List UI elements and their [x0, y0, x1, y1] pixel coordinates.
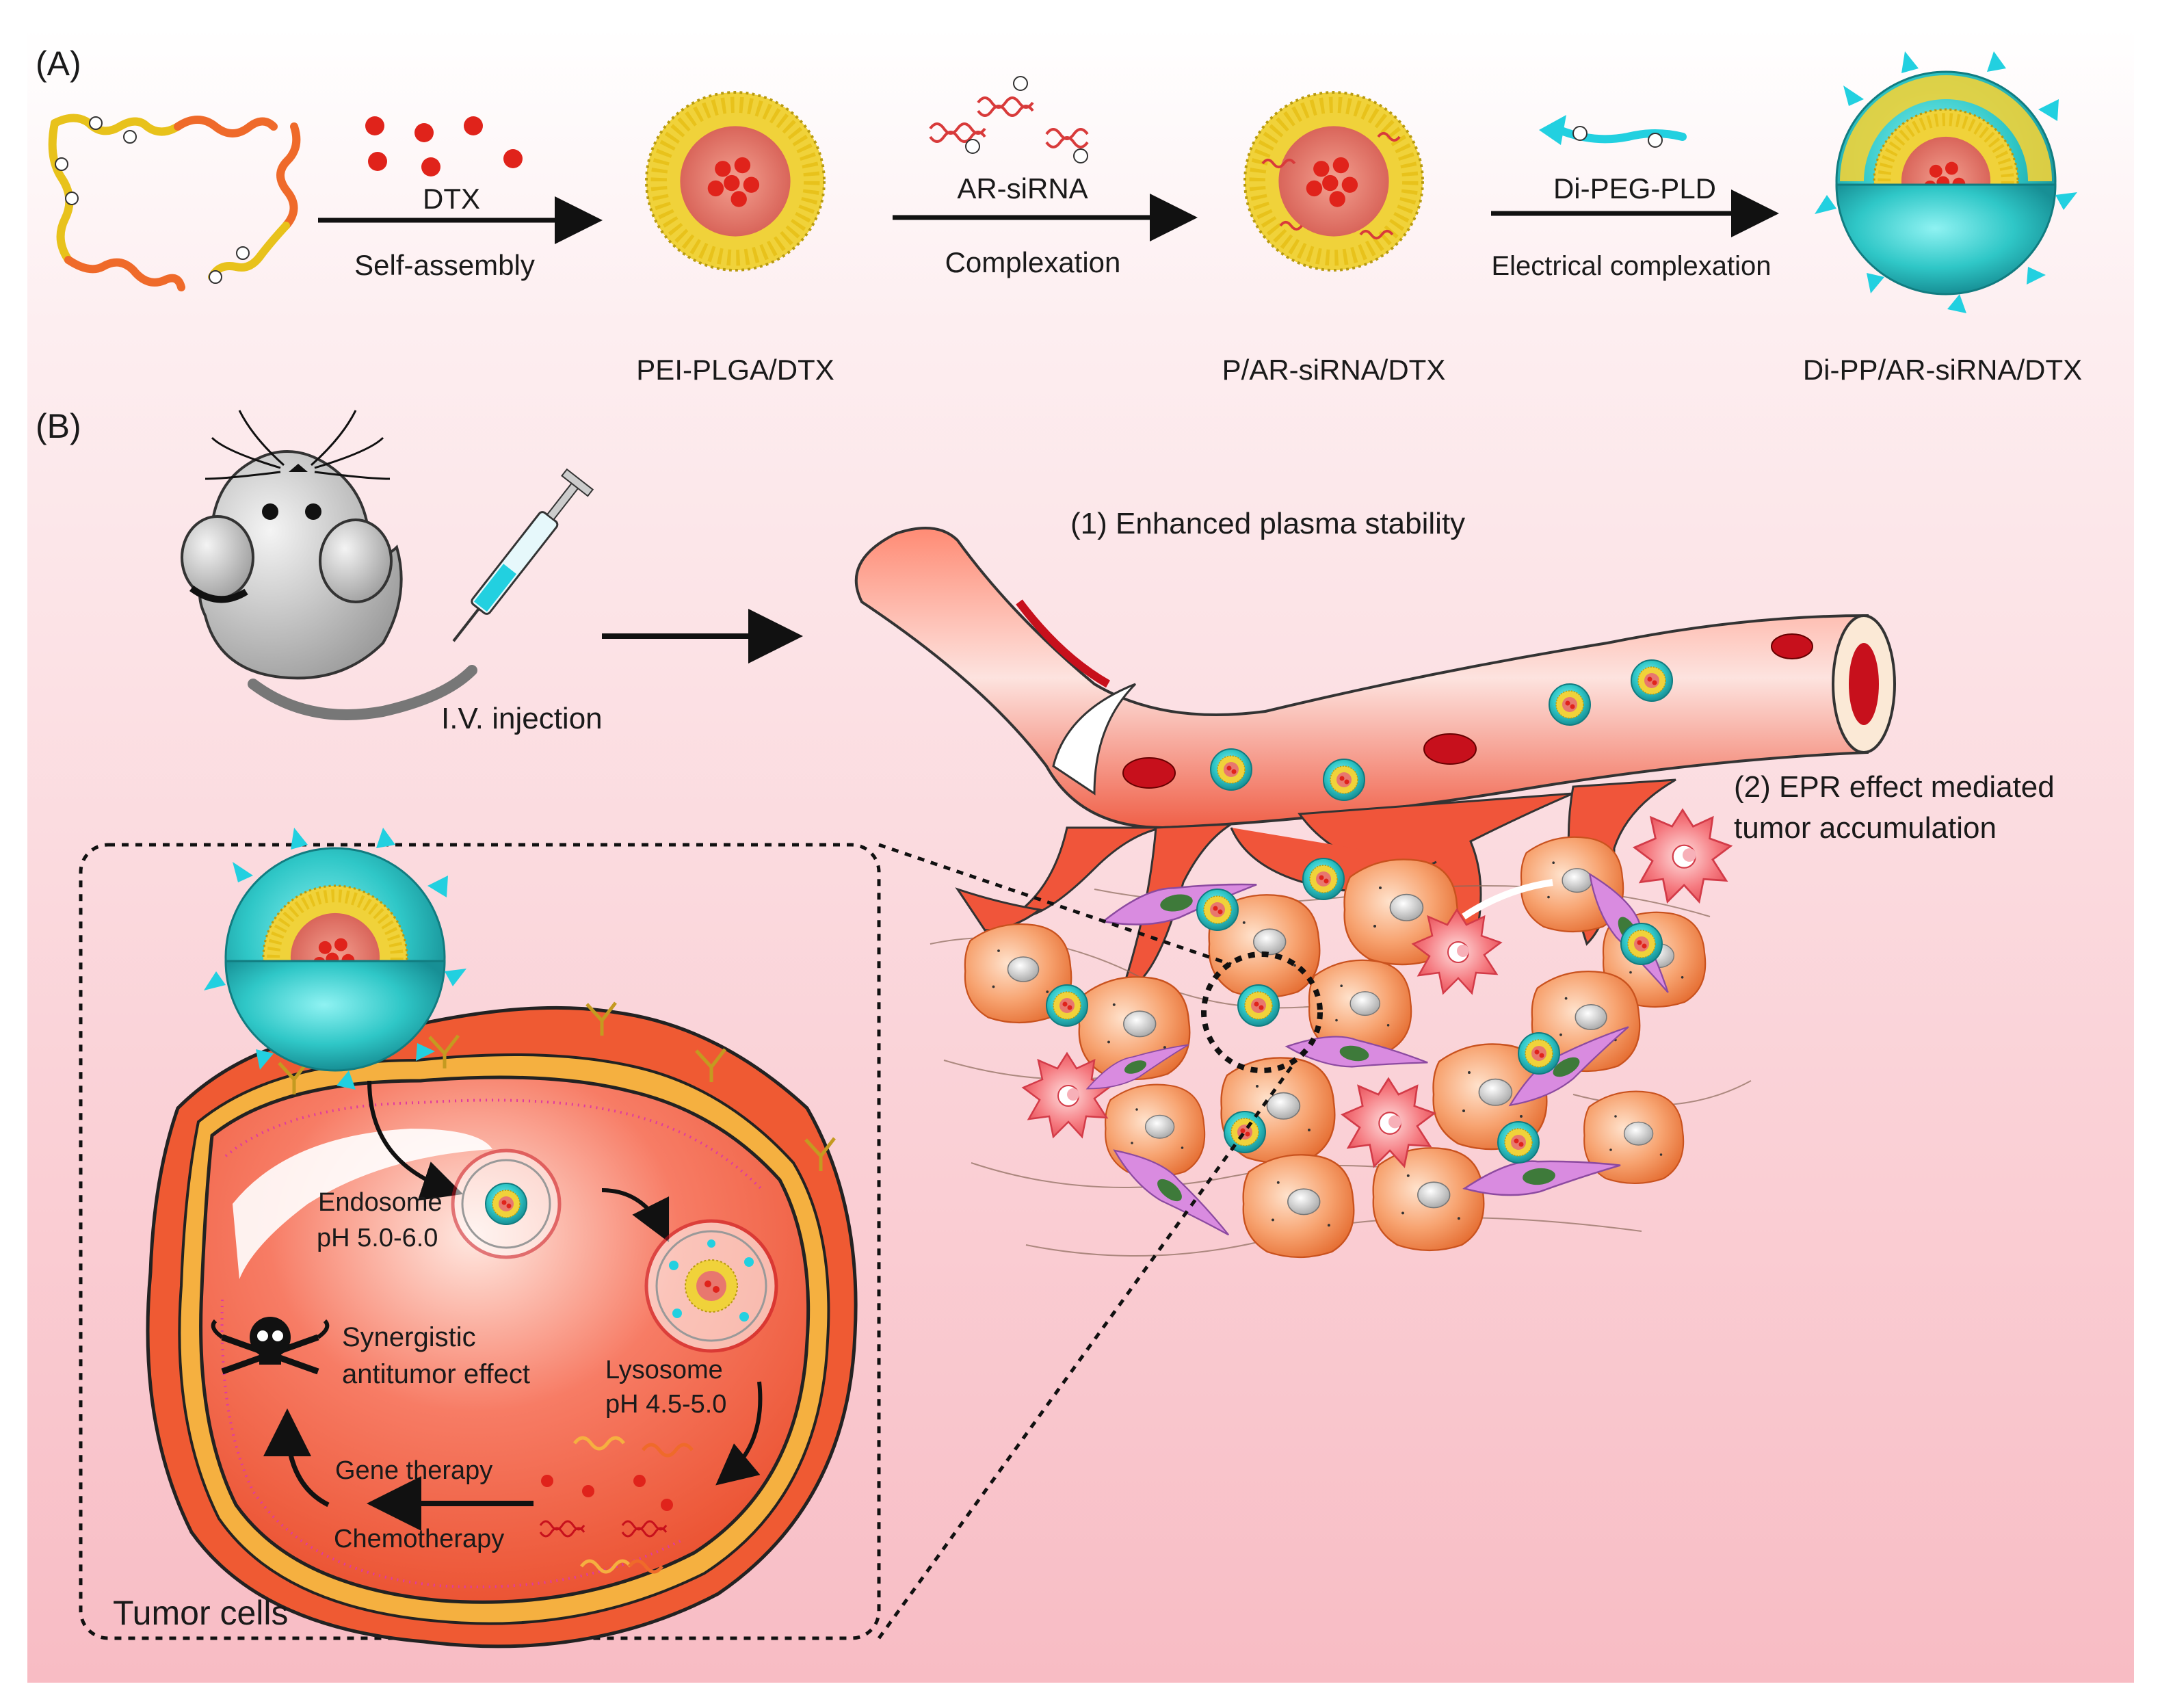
epr-label-line1: (2) EPR effect mediated [1734, 770, 2055, 804]
step1-below-label: Self-assembly [354, 249, 535, 281]
to-effect-arrow [263, 1408, 330, 1508]
zoom-guide-bottom [877, 1059, 1298, 1640]
mouse-icon [181, 410, 477, 720]
tumor-cell-illustration [146, 1001, 858, 1648]
pei-plga-dtx-particle [646, 92, 824, 270]
lysosome-release-arrow [715, 1381, 763, 1486]
blood-vessel [854, 527, 1896, 993]
gene-therapy-label: Gene therapy [335, 1456, 492, 1485]
product2-label: P/AR-siRNA/DTX [1222, 354, 1446, 386]
chemotherapy-label: Chemotherapy [334, 1525, 504, 1553]
step3-below-label: Electrical complexation [1491, 251, 1771, 281]
endosome-to-lysosome-arrow [601, 1188, 670, 1243]
step3-above-label: Di-PEG-PLD [1553, 172, 1716, 205]
polymer-chains-icon [48, 114, 301, 291]
product3-label: Di-PP/AR-siRNA/DTX [1803, 354, 2082, 386]
tumor-cell-inset [79, 843, 881, 1640]
product1-label: PEI-PLGA/DTX [636, 354, 834, 386]
epr-label-line2: tumor accumulation [1734, 811, 1997, 845]
di-pp-ar-sirna-dtx-particle [1815, 51, 2077, 313]
internalization-arrow [367, 1080, 464, 1201]
synergy-label-line2: antitumor effect [342, 1359, 530, 1389]
p-ar-sirna-dtx-particle [1245, 92, 1423, 270]
synergy-label-line1: Synergistic [342, 1322, 476, 1352]
endosome-label: Endosome [318, 1188, 443, 1217]
tumor-tissue [930, 809, 1752, 1259]
lysosome-label: Lysosome [605, 1356, 723, 1384]
lysosome-ph-label: pH 4.5-5.0 [605, 1390, 726, 1419]
ar-sirna-icon [929, 76, 1089, 163]
zoom-circle [1201, 951, 1323, 1073]
step1-above-label: DTX [423, 183, 480, 215]
plasma-stability-label: (1) Enhanced plasma stability [1070, 507, 1465, 540]
endosome [451, 1148, 562, 1259]
syringe-icon [452, 468, 594, 642]
panel-a-label: (A) [36, 44, 81, 83]
step2-above-label: AR-siRNA [957, 172, 1088, 205]
dtx-molecules-icon [365, 116, 523, 176]
di-peg-pld-icon [1539, 115, 1687, 148]
skull-crossbones-icon [211, 1317, 330, 1375]
released-cargo [539, 1436, 694, 1574]
panel-b-label: (B) [36, 407, 81, 445]
endosome-ph-label: pH 5.0-6.0 [317, 1224, 438, 1252]
lysosome [644, 1219, 778, 1353]
injection-label: I.V. injection [441, 702, 603, 735]
tumor-cells-label: Tumor cells [113, 1594, 289, 1632]
cell-binding-particle [204, 828, 466, 1090]
step2-below-label: Complexation [945, 246, 1121, 278]
